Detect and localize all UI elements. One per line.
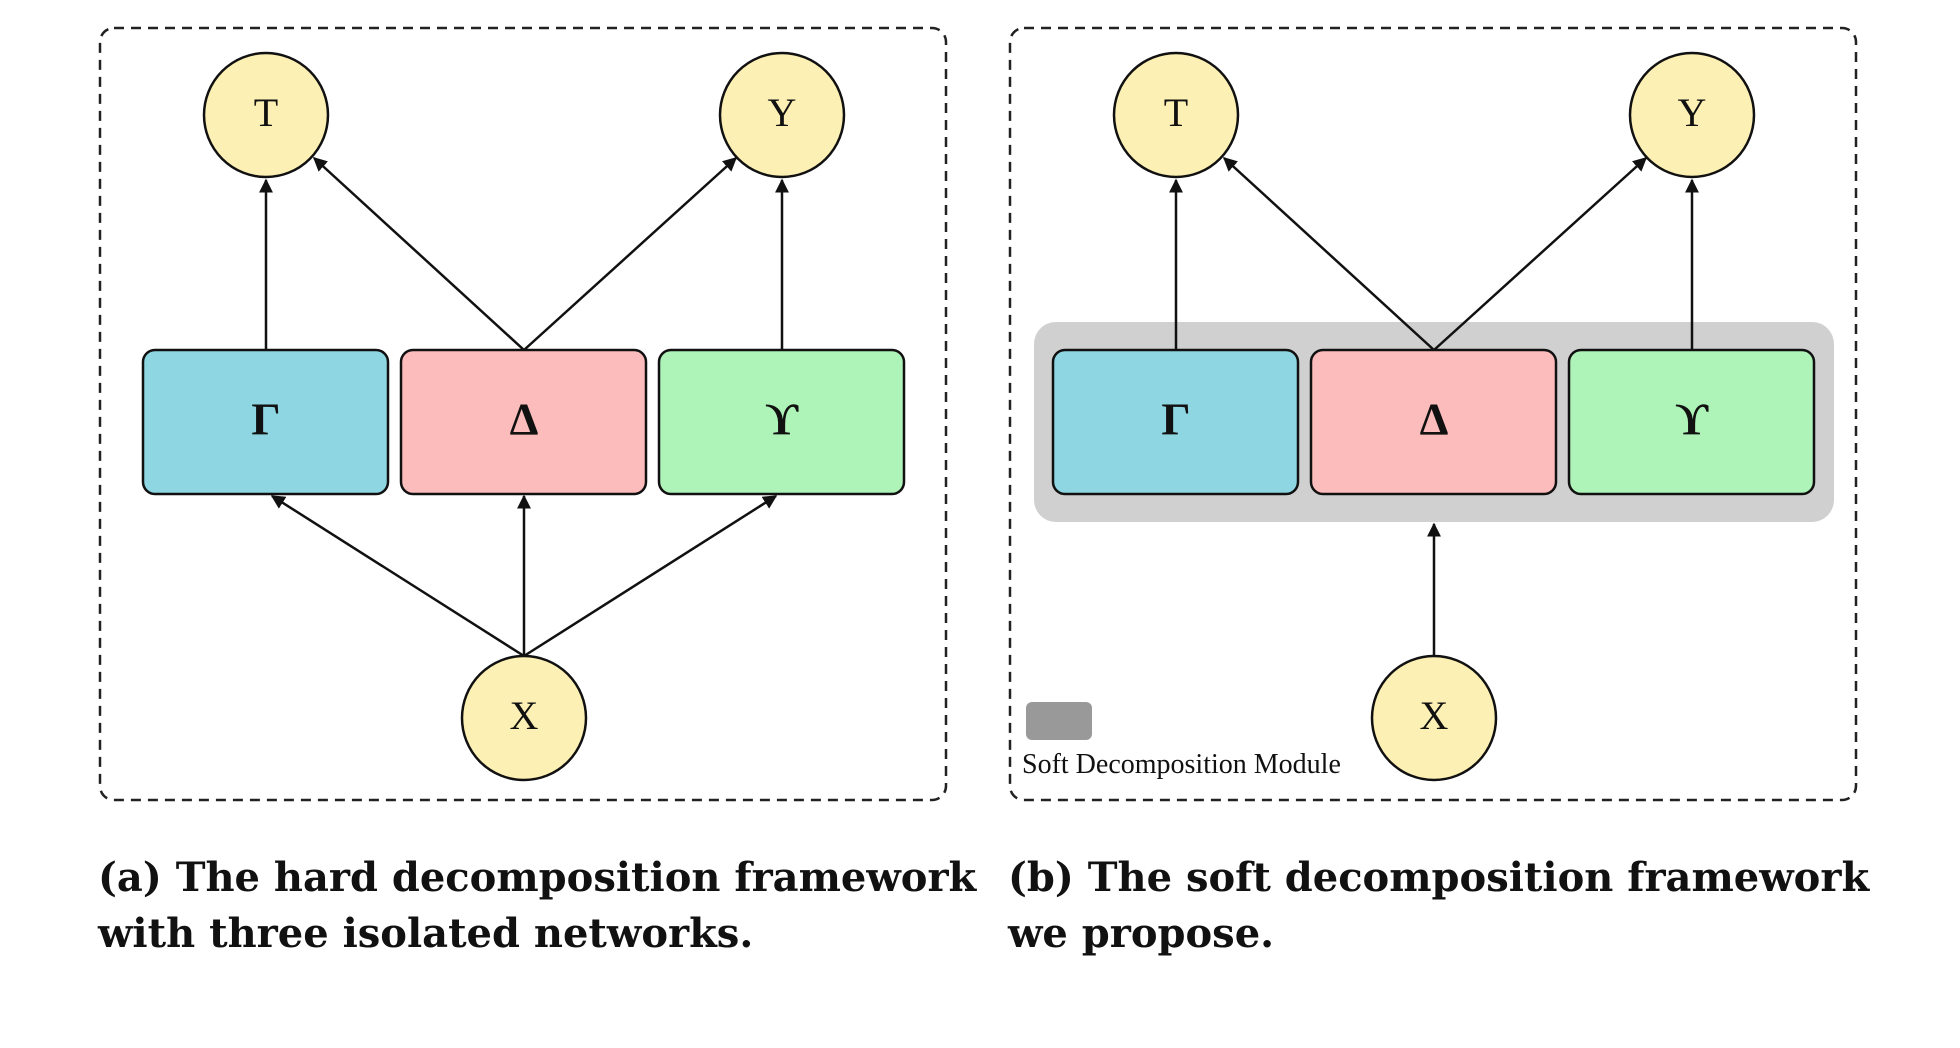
gamma-box [1051,348,1300,496]
upsilon-label: ϒ [765,394,799,445]
legend-swatch [1026,702,1092,740]
node-x-label: X [510,693,539,738]
node-x [1370,654,1498,782]
caption-b-line1: (b) The soft decomposition framework [1008,854,1870,901]
node-t [1112,51,1240,179]
caption-a-line1: (a) The hard decomposition framework [98,854,977,901]
caption-a: (a) The hard decomposition framework wit… [98,850,976,962]
node-t-label: T [1164,90,1188,135]
caption-b-line2: we propose. [1008,910,1275,957]
delta-label: Δ [1420,394,1449,445]
node-t [202,51,330,179]
node-y-label: Y [768,90,797,135]
edge-x-to-upsilon [523,494,778,658]
edge-delta-to-y [1433,157,1648,351]
edge-delta-to-t [312,157,525,351]
edge-delta-to-y [523,157,738,351]
gamma-label: Γ [251,394,280,445]
edge-delta-to-t [1222,157,1435,351]
upsilon-box [1567,348,1816,496]
node-x [460,654,588,782]
node-y-label: Y [1678,90,1707,135]
node-y [718,51,846,179]
panel-a: Γ Δ ϒ T Y X [98,26,948,802]
gamma-box [141,348,390,496]
gamma-label: Γ [1161,394,1190,445]
panel-b: Γ Δ ϒ T Y X Soft Decomposition Module [1008,26,1858,802]
panel-b-frame [1008,26,1858,802]
caption-a-line2: with three isolated networks. [98,910,754,957]
panel-a-frame [98,26,948,802]
upsilon-box [657,348,906,496]
legend-label: Soft Decomposition Module [1022,749,1341,780]
delta-box [399,348,648,496]
node-t-label: T [254,90,278,135]
node-y [1628,51,1756,179]
delta-box [1309,348,1558,496]
delta-label: Δ [510,394,539,445]
node-x-label: X [1420,693,1449,738]
caption-b: (b) The soft decomposition framework we … [1008,850,1869,962]
upsilon-label: ϒ [1675,394,1709,445]
edge-x-to-gamma [270,494,525,658]
